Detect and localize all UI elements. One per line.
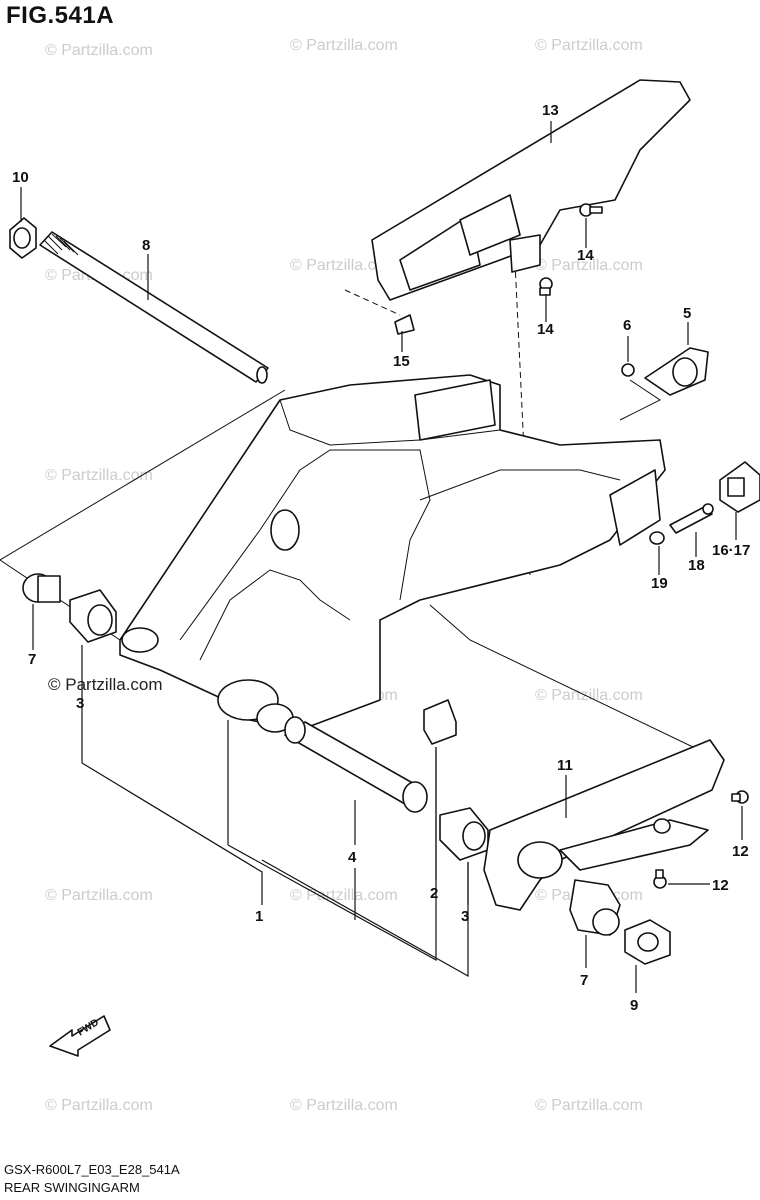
watermark: © Partzilla.com [535,687,643,704]
bolt-14a-part[interactable] [579,203,603,217]
chain-buffer-part[interactable] [483,739,725,911]
guard-5-part[interactable] [644,347,709,396]
callout-13: 13 [542,102,559,119]
figure-code: GSX-R600L7_E03_E28_541A [4,1162,180,1177]
bolt-14b-part[interactable] [539,277,553,296]
spacer-7a-part[interactable] [22,573,61,603]
callout-16-17: 16·17 [712,542,750,559]
callout-4: 4 [348,849,357,866]
callout-3b: 3 [461,908,469,925]
watermark: © Partzilla.com [45,887,153,904]
watermark: © Partzilla.com [535,1097,643,1114]
watermark: © Partzilla.com [535,37,643,54]
bearing-3a-part[interactable] [69,589,117,643]
figure-title: FIG.541A [6,2,115,29]
watermark: © Partzilla.com [290,257,398,274]
watermark: © Partzilla.com [45,467,153,484]
bolt-18-part[interactable] [669,503,714,534]
watermark-prominent: © Partzilla.com [48,675,163,694]
callout-8: 8 [142,237,150,254]
chain-case-part[interactable] [371,79,691,301]
callout-15: 15 [393,353,410,370]
callout-11: 11 [557,757,573,774]
washer-19-part[interactable] [649,531,665,545]
callout-18: 18 [688,557,705,574]
bolt-6-part[interactable] [621,363,635,377]
pivot-nut-part[interactable] [9,217,37,259]
callout-10: 10 [12,169,29,186]
callout-14a: 14 [577,247,594,264]
watermark: © Partzilla.com [535,257,643,274]
callout-7b: 7 [580,972,588,989]
swingarm-frame-part[interactable] [119,374,666,733]
screw-12a-part[interactable] [731,790,749,804]
watermark: © Partzilla.com [290,37,398,54]
callout-labels: 10 8 13 14 14 15 6 5 16·17 18 19 7 3 4 2… [12,102,750,1014]
callout-leaders [20,121,743,993]
callout-9: 9 [630,997,638,1014]
nut-9-part[interactable] [624,919,671,965]
figure-name: REAR SWINGINGARM [4,1180,140,1195]
screw-12b-part[interactable] [653,869,667,889]
callout-1: 1 [255,908,263,925]
watermark: © Partzilla.com [45,42,153,59]
callout-2: 2 [430,885,438,902]
callout-3a: 3 [76,695,84,712]
spacer-7b-part[interactable] [569,879,621,936]
callout-5: 5 [683,305,691,322]
pivot-shaft-part[interactable] [39,231,269,384]
callout-12a: 12 [732,843,749,860]
bushing-2-part[interactable] [423,699,457,745]
bearing-3b-part[interactable] [439,807,489,861]
watermark: © Partzilla.com [290,887,398,904]
callout-7a: 7 [28,651,36,668]
fwd-arrow-icon: FWD [49,1015,111,1057]
callout-19: 19 [651,575,668,592]
clip-15-part[interactable] [394,314,415,335]
adjuster-16-17-part[interactable] [719,461,760,513]
callout-12b: 12 [712,877,729,894]
callout-14b: 14 [537,321,554,338]
callout-6: 6 [623,317,631,334]
spacer-4-part[interactable] [284,716,428,813]
watermark: © Partzilla.com [290,1097,398,1114]
watermark: © Partzilla.com [45,1097,153,1114]
